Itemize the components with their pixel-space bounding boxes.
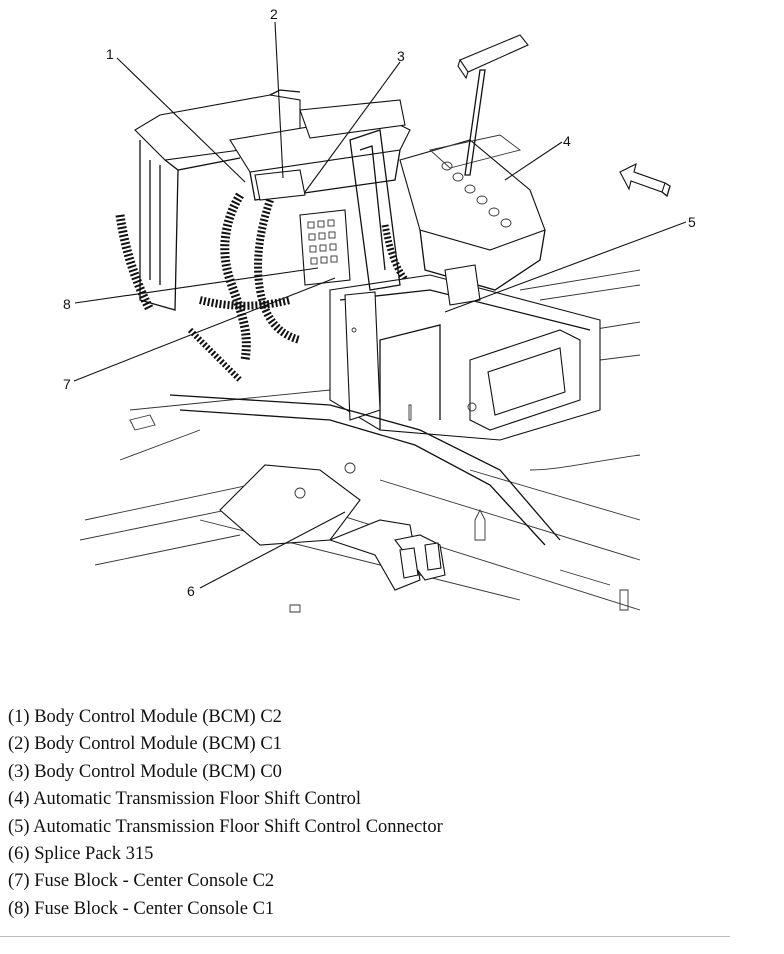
component-locator-illustration: 1 2 3 4 5 6 7 8 bbox=[63, 6, 696, 613]
shifter-assembly bbox=[399, 34, 546, 306]
callout-1: 1 bbox=[106, 46, 114, 62]
center-console bbox=[169, 129, 601, 546]
wiring-harness bbox=[115, 192, 423, 383]
legend-item: (8) Fuse Block - Center Console C1 bbox=[8, 898, 275, 919]
fuse-block bbox=[299, 209, 351, 286]
legend-item: (2) Body Control Module (BCM) C1 bbox=[8, 734, 282, 755]
callout-8: 8 bbox=[63, 296, 71, 312]
callout-2: 2 bbox=[270, 6, 278, 22]
bcm-housing bbox=[134, 89, 411, 311]
callout-3: 3 bbox=[397, 48, 405, 64]
callout-4: 4 bbox=[563, 133, 571, 149]
front-arrow-icon bbox=[619, 162, 671, 198]
leader-lines bbox=[73, 21, 687, 589]
legend-item: (4) Automatic Transmission Floor Shift C… bbox=[8, 789, 362, 810]
legend-item: (3) Body Control Module (BCM) C0 bbox=[8, 761, 282, 782]
callout-5: 5 bbox=[688, 214, 696, 230]
legend-item: (7) Fuse Block - Center Console C2 bbox=[8, 871, 275, 892]
splice-pack-area bbox=[219, 454, 641, 591]
legend-item: (1) Body Control Module (BCM) C2 bbox=[8, 707, 282, 727]
component-legend: (1) Body Control Module (BCM) C2 (2) Bod… bbox=[8, 704, 748, 923]
callout-7: 7 bbox=[63, 376, 71, 392]
legend-item: (5) Automatic Transmission Floor Shift C… bbox=[8, 816, 443, 837]
divider bbox=[0, 936, 730, 937]
callout-6: 6 bbox=[187, 583, 195, 599]
legend-item: (6) Splice Pack 315 bbox=[8, 843, 154, 864]
